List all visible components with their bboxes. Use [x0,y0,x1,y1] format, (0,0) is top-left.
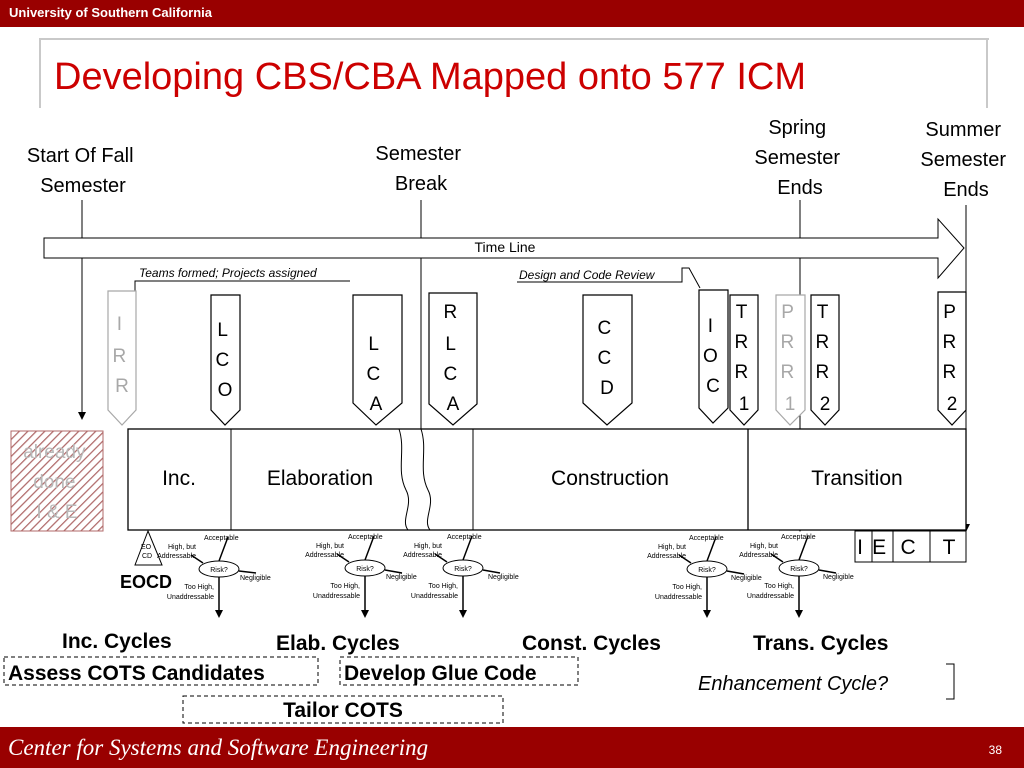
milestone-trr2: T R R 2 [810,294,840,426]
svg-text:C C D: C C D [597,318,616,399]
svg-text:I O C: I O C [703,316,723,397]
phase-elaboration: Elaboration [267,467,373,490]
svg-text:Acceptable: Acceptable [447,534,482,541]
svg-text:Negligible: Negligible [386,574,417,581]
svg-text:I E C T: I E C T [857,536,955,559]
assess-cots-box [3,656,319,686]
iect-box: I E C T [854,530,967,563]
svg-text:I R R: I R R [112,314,131,397]
svg-text:Too High,Unaddressable: Too High,Unaddressable [313,583,360,600]
svg-text:Negligible: Negligible [731,575,762,582]
title-frame-right [986,38,988,108]
svg-text:L C O: L C O [215,320,234,401]
svg-text:Too High,Unaddressable: Too High,Unaddressable [411,583,458,600]
page-number: 38 [988,743,1002,757]
enhancement-cycle-label: Enhancement Cycle? [698,673,889,695]
summer-ends-label: Summer Semester Ends [920,119,1011,201]
svg-text:Risk?: Risk? [210,567,228,574]
teams-note-bracket [134,280,139,291]
start-fall-label: Start Of Fall Semester [27,145,139,197]
svg-text:Negligible: Negligible [488,574,519,581]
svg-text:Acceptable: Acceptable [781,534,816,541]
top-bar: University of Southern California [0,0,1024,27]
title-frame-left [39,38,41,108]
svg-text:Risk?: Risk? [454,566,472,573]
milestone-lco: L C O [210,294,241,426]
semester-break-label: Semester Break [375,143,466,195]
svg-text:Too High,Unaddressable: Too High,Unaddressable [655,584,702,601]
eocd-label: EOCD [120,572,172,592]
svg-text:already done I & E: already done I & E [23,442,91,523]
phase-bar: Inc. Elaboration Construction Transition [127,428,967,531]
svg-text:Risk?: Risk? [698,567,716,574]
svg-text:Negligible: Negligible [823,574,854,581]
tailor-cots-label: Tailor COTS [283,699,403,722]
svg-text:Too High,Unaddressable: Too High,Unaddressable [167,584,214,601]
elab-cycles-label: Elab. Cycles [276,632,400,655]
milestone-lca: L C A [352,294,403,426]
inc-cycles-label: Inc. Cycles [62,630,172,653]
svg-text:L C A: L C A [366,334,385,415]
develop-glue-label: Develop Glue Code [344,662,537,685]
svg-text:Negligible: Negligible [240,575,271,582]
svg-text:Acceptable: Acceptable [689,535,724,542]
develop-glue-box [339,656,579,686]
milestone-irr: I R R [107,290,137,426]
milestone-ioc: I O C [698,289,729,424]
milestone-rlca: R L C A [428,292,478,426]
already-done-box: already done I & E [10,430,104,532]
university-name: University of Southern California [9,5,212,20]
svg-text:Acceptable: Acceptable [348,534,383,541]
review-note-bracket [517,267,701,289]
tailor-cots-box [182,695,504,724]
svg-text:R L C A: R L C A [443,302,462,415]
phase-inc: Inc. [162,467,196,490]
title-frame-top [39,38,989,40]
icm-diagram: Start Of Fall Semester Semester Break Sp… [3,117,1011,724]
timeline-arrow [43,217,965,280]
slide-title: Developing CBS/CBA Mapped onto 577 ICM [54,56,806,98]
phase-transition: Transition [811,467,902,490]
svg-text:EO CD: EO CD [141,544,153,560]
svg-text:T R R 1: T R R 1 [734,302,753,415]
review-note: Design and Code Review [519,268,656,282]
svg-text:Risk?: Risk? [790,566,808,573]
eocd-triangle: EO CD [134,529,163,566]
svg-text:T R R 2: T R R 2 [815,302,834,415]
phase-construction: Construction [551,467,669,490]
trans-cycles-label: Trans. Cycles [753,632,888,655]
teams-note: Teams formed; Projects assigned [139,266,317,280]
svg-text:P R R 2: P R R 2 [942,302,961,415]
spring-ends-label: Spring Semester Ends [754,117,845,199]
assess-cots-label: Assess COTS Candidates [8,662,265,685]
milestone-trr1: T R R 1 [729,294,759,426]
footer-bar: Center for Systems and Software Engineer… [0,727,1024,768]
timeline-label: Time Line [475,239,536,255]
svg-text:Acceptable: Acceptable [204,535,239,542]
enhancement-bracket [946,663,955,700]
const-cycles-label: Const. Cycles [522,632,661,655]
footer-org: Center for Systems and Software Engineer… [8,735,429,760]
svg-text:P R R 1: P R R 1 [780,302,799,415]
milestone-ccd: C C D [582,294,633,426]
milestone-prr2: P R R 2 [937,291,967,426]
svg-text:Too High,Unaddressable: Too High,Unaddressable [747,583,794,600]
svg-text:Risk?: Risk? [356,566,374,573]
milestone-prr1: P R R 1 [775,294,806,426]
